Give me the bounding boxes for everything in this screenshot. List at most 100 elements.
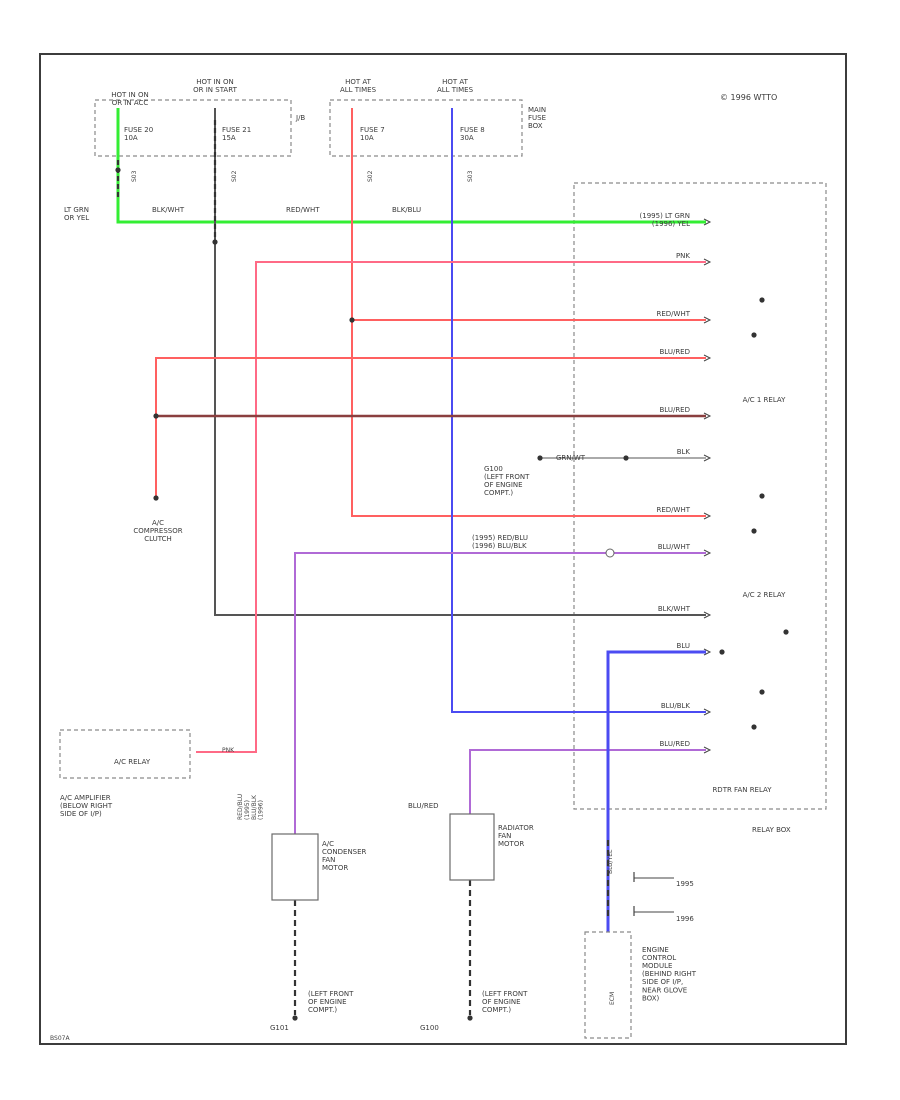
condenser-motor-box <box>271 833 319 901</box>
wire-number-2: S02 <box>231 170 238 182</box>
wire-group <box>115 108 789 1021</box>
relay-pin-9 <box>703 611 712 619</box>
jb-label: J/B <box>295 114 305 122</box>
relay-pin-2 <box>703 258 712 266</box>
relay-box-label: RELAY BOX <box>752 826 791 834</box>
radiator-motor-box <box>449 813 495 881</box>
relay-pin-10 <box>703 648 712 656</box>
ground-left-id: G101 <box>270 1024 289 1032</box>
g100-dot <box>537 455 543 461</box>
splice-dot-4 <box>153 413 159 419</box>
relay-pin-3 <box>703 316 712 324</box>
right-wire-label-10: BLU <box>677 642 690 650</box>
ecm-year-1996: 1996 <box>676 915 694 923</box>
relay3-contact-b <box>751 724 757 730</box>
right-wire-label-1: (1995) LT GRN(1996) YEL <box>640 212 691 228</box>
ground-right-id: G100 <box>420 1024 439 1032</box>
relay-pin-7 <box>703 512 712 520</box>
relay-pin-11 <box>703 708 712 716</box>
splice-open-dot <box>605 548 615 558</box>
right-wire-label-3: RED/WHT <box>657 310 691 318</box>
main-fuse-box-outline <box>329 99 523 157</box>
ground-tag: GRN/WT <box>556 454 586 462</box>
copyright-text: © 1996 WTTO <box>720 93 777 102</box>
junction-block-outline <box>94 99 292 157</box>
right-wire-label-6: BLK <box>677 448 691 456</box>
splice-dot-2 <box>212 239 218 245</box>
splice-dot-1 <box>115 167 121 173</box>
relay-box: A/C 1 RELAY A/C 2 RELAY RDTR FAN RELAY R… <box>573 182 827 834</box>
footer-code: BS07A <box>50 1035 70 1042</box>
relay-pin-4 <box>703 354 712 362</box>
relay2-contact-b <box>751 528 757 534</box>
wire-number-3: S02 <box>367 170 374 182</box>
right-wire-label-8: BLU/WHT <box>658 543 691 551</box>
right-wire-label-12: BLU/RED <box>659 740 690 748</box>
bus-label-blk-wht: BLK/WHT <box>152 206 185 214</box>
right-wire-label-4: BLU/RED <box>659 348 690 356</box>
ground-left-dot <box>292 1015 298 1021</box>
relay2b-contact-a <box>783 629 789 635</box>
pnk-wire <box>196 261 706 753</box>
blu-red-clutch-wire <box>155 357 706 498</box>
relay-box-outline <box>573 182 827 810</box>
ac-amp-relay-label: A/C RELAY <box>114 758 151 766</box>
blk-wht-feed-wire <box>214 108 706 616</box>
relay-pin-6 <box>703 454 712 462</box>
relay3-contact-a <box>759 689 765 695</box>
ecm-outline <box>584 931 632 1039</box>
relay-pin-8 <box>703 549 712 557</box>
relay-2-label: A/C 2 RELAY <box>743 591 787 599</box>
red-wht-feed-wire <box>351 108 706 517</box>
pnk-mini-label: PNK <box>222 747 235 754</box>
ecm-year-1995: 1995 <box>676 880 694 888</box>
purple-radiator-wire <box>469 749 706 814</box>
relay-3-label: RDTR FAN RELAY <box>712 786 772 794</box>
amp-side-vertical-label: RED/BLU(1995)BLU/BLK(1996) <box>237 794 265 820</box>
wire-number-4: S03 <box>467 170 474 182</box>
relay-pin-5 <box>703 412 712 420</box>
splice-dot-3 <box>349 317 355 323</box>
right-wire-label-9: BLK/WHT <box>658 605 691 613</box>
relay1-contact-a <box>759 297 765 303</box>
wire-number-1: S03 <box>131 170 138 182</box>
relay2-contact-a <box>759 493 765 499</box>
ecm-wire-label: BLU/YEL <box>607 849 614 874</box>
relay-pin-12 <box>703 746 712 754</box>
clutch-ground-dot <box>153 495 159 501</box>
relay-pin-1 <box>703 218 712 226</box>
relay2b-pin <box>719 649 725 655</box>
radiator-wire-label: BLU/RED <box>408 802 439 810</box>
right-wire-label-2: PNK <box>676 252 690 260</box>
right-wire-label-11: BLU/BLK <box>661 702 691 710</box>
right-wire-label-5: BLU/RED <box>659 406 690 414</box>
diagram-frame <box>39 53 847 1045</box>
ground-right-dot <box>467 1015 473 1021</box>
green-feed-wire <box>116 108 706 224</box>
relay-1-label: A/C 1 RELAY <box>743 396 787 404</box>
bus-label-red-wht: RED/WHT <box>286 206 320 214</box>
ground-pin-dot <box>623 455 629 461</box>
splice-1995-label: (1995) RED/BLU(1996) BLU/BLK <box>472 534 528 550</box>
